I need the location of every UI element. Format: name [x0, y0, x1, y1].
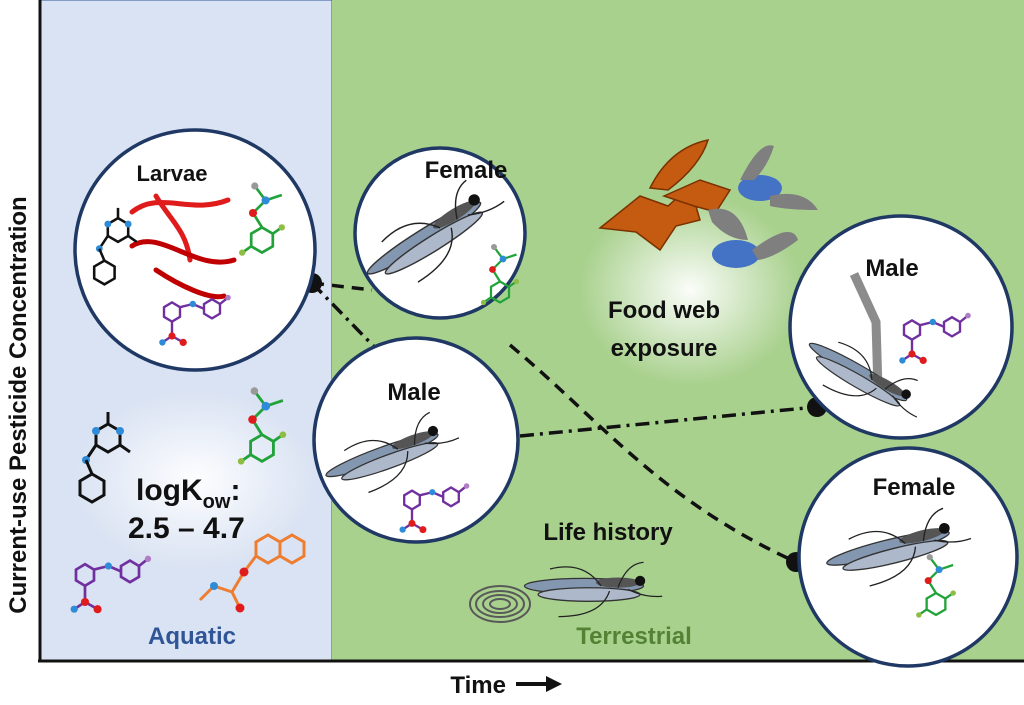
- aquatic-glow: [75, 390, 315, 570]
- path-female-to-terrestrial: [508, 343, 797, 564]
- aquatic-label: Aquatic: [148, 623, 236, 650]
- larvae-circle: Larvae: [73, 128, 317, 372]
- terrestrial-label: Terrestrial: [576, 623, 692, 650]
- life-history-label: Life history: [543, 519, 673, 546]
- spiral-egg-icon: [469, 585, 531, 623]
- path-larvae-to-female: [311, 281, 373, 292]
- female-emergent-circle: Female: [352, 146, 527, 320]
- male-emergent-circle: Male: [312, 336, 520, 544]
- logkow-range: 2.5 – 4.7: [128, 512, 245, 545]
- food-web-label-line1: Food web: [608, 297, 720, 324]
- food-web-label-line2: exposure: [611, 335, 718, 362]
- time-arrow-icon: [516, 676, 562, 692]
- bird-icon: [738, 145, 818, 210]
- x-axis-label: Time: [450, 672, 506, 699]
- spider-web-strand-icon: [849, 272, 883, 391]
- bird-icon: [708, 208, 798, 268]
- female-terrestrial-label: Female: [873, 474, 956, 501]
- bat-icon: [598, 139, 710, 252]
- orange-molecule-icon: [198, 533, 306, 613]
- male-emergent-label: Male: [387, 379, 440, 406]
- male-terrestrial-circle: Male: [788, 214, 1014, 440]
- larva-worm-icon: [129, 193, 237, 300]
- bat-icon: [661, 179, 732, 213]
- male-terrestrial-label: Male: [865, 255, 918, 282]
- larvae-label: Larvae: [137, 161, 208, 186]
- logkow-label: logKow:: [136, 474, 240, 513]
- female-terrestrial-circle: Female: [797, 446, 1019, 668]
- path-male-to-terrestrial: [519, 405, 817, 438]
- y-axis-label: Current-use Pesticide Concentration: [5, 196, 32, 613]
- female-emergent-label: Female: [425, 157, 508, 184]
